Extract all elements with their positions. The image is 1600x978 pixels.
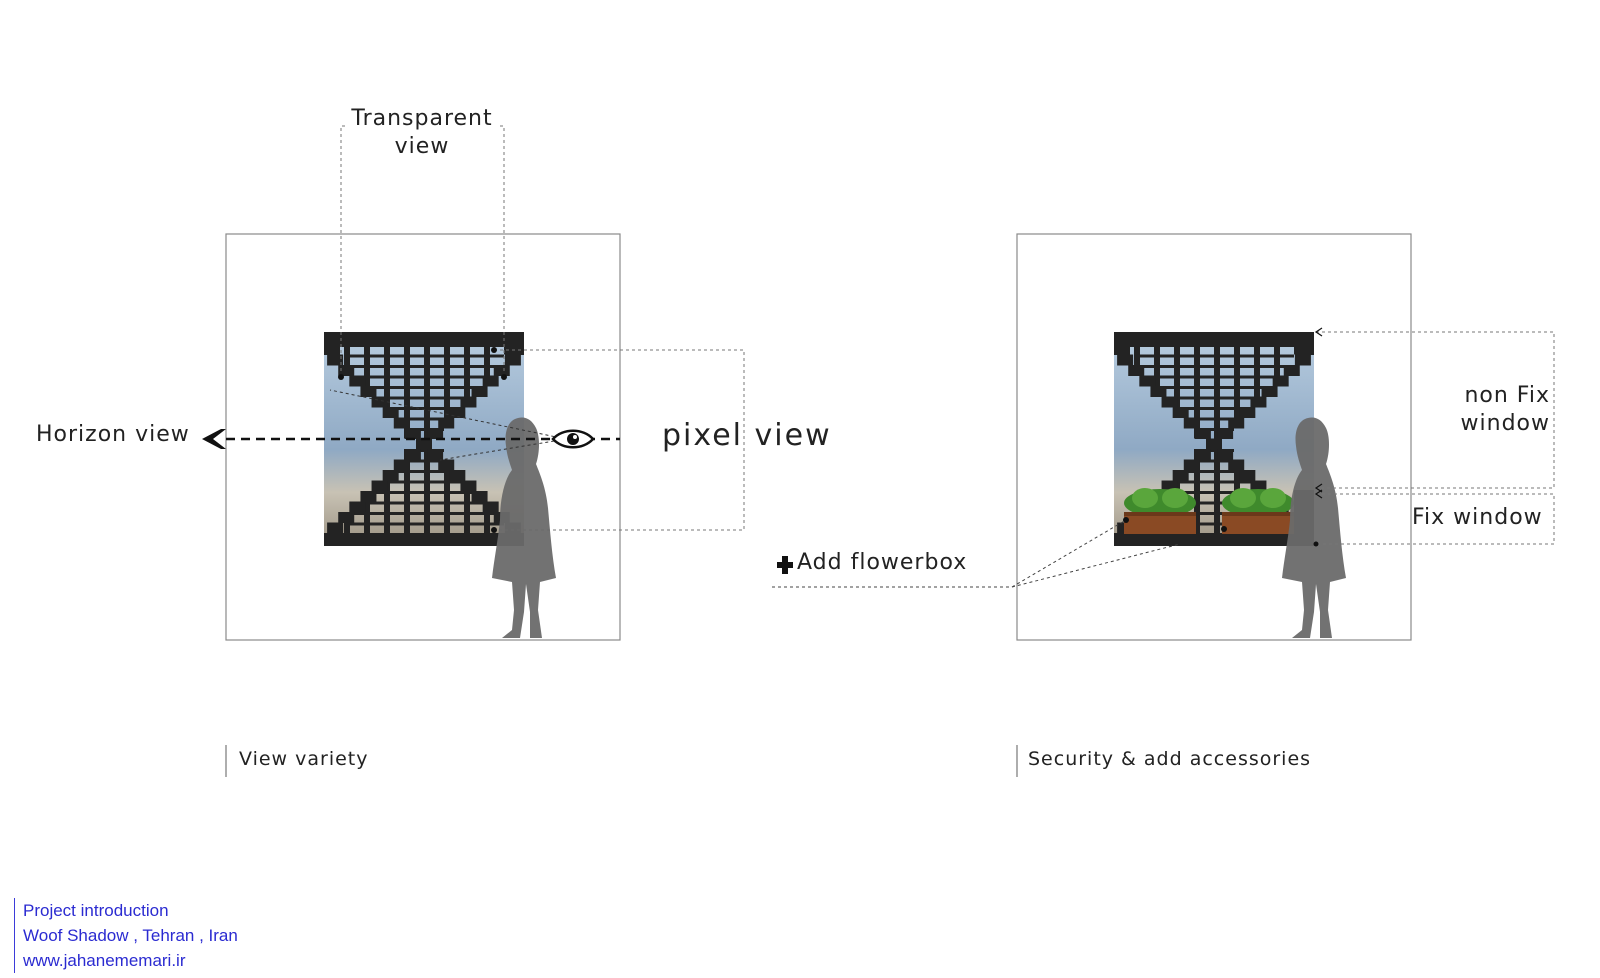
right-panel	[772, 233, 1555, 777]
transparent-view-bracket	[340, 125, 505, 377]
right-caption: Security & add accessories	[1028, 748, 1312, 770]
pixel-view-label: pixel view	[662, 418, 832, 453]
pixel-view-bracket	[494, 349, 745, 531]
transparent-view-label: Transparent view	[351, 106, 493, 159]
add-flowerbox-label: Add flowerbox	[797, 550, 968, 575]
fix-window-label: Fix window	[1412, 505, 1543, 530]
pixel-view-marker	[491, 347, 497, 353]
non-fix-window-label: non Fix window	[1460, 383, 1550, 436]
credit-website[interactable]: www.jahanememari.ir	[23, 951, 186, 970]
person-silhouette	[492, 417, 556, 638]
left-caption: View variety	[239, 748, 369, 770]
arrow-left-icon	[202, 429, 226, 449]
left-panel	[202, 125, 745, 777]
sight-lines	[329, 389, 567, 461]
person-silhouette	[1282, 417, 1346, 638]
non-fix-window-bracket	[1316, 331, 1555, 489]
flowerbox-right	[1222, 488, 1294, 534]
credit-block: Project introduction Woof Shadow , Tehra…	[14, 898, 238, 973]
plus-icon	[777, 556, 793, 574]
horizon-view-label: Horizon view	[36, 422, 190, 447]
credit-project: Woof Shadow , Tehran , Iran	[23, 926, 238, 945]
flowerbox-pointer	[772, 519, 1181, 588]
pixel-view-marker	[491, 527, 497, 533]
transparent-view-marker	[501, 374, 507, 380]
left-frame	[225, 233, 621, 641]
credit-title: Project introduction	[23, 901, 169, 920]
eye-icon	[551, 429, 595, 449]
transparent-view-marker	[338, 374, 344, 380]
right-frame	[1016, 233, 1412, 641]
flowerbox-left	[1124, 488, 1196, 534]
